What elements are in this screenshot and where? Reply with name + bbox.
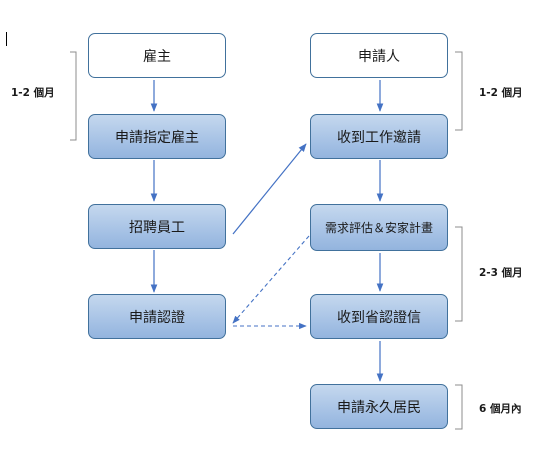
period-label-right-1: 1-2 個月 (479, 87, 523, 99)
node-recruit: 招聘員工 (88, 204, 226, 249)
period-label-left: 1-2 個月 (11, 87, 55, 99)
period-label-right-3: 6 個月內 (479, 403, 522, 415)
node-endorsement: 申請認證 (88, 294, 226, 339)
right-bracket-stage3 (455, 384, 463, 430)
node-job-offer: 收到工作邀請 (310, 114, 448, 159)
left-bracket (70, 51, 77, 141)
node-needs-assessment: 需求評估＆安家計畫 (310, 204, 448, 251)
right-bracket-stage2 (455, 226, 463, 322)
node-permanent-residence: 申請永久居民 (310, 384, 448, 429)
node-employer: 雇主 (88, 33, 226, 78)
period-label-right-2: 2-3 個月 (479, 267, 523, 279)
right-bracket-stage1 (455, 51, 463, 131)
node-designate-employer: 申請指定雇主 (88, 114, 226, 159)
text-cursor (6, 32, 7, 46)
dashed-arrow-needs-to-endorse (232, 235, 310, 324)
node-applicant: 申請人 (310, 33, 448, 78)
node-nomination-letter: 收到省認證信 (310, 294, 448, 339)
arrow-recruit-to-offer (232, 143, 307, 235)
